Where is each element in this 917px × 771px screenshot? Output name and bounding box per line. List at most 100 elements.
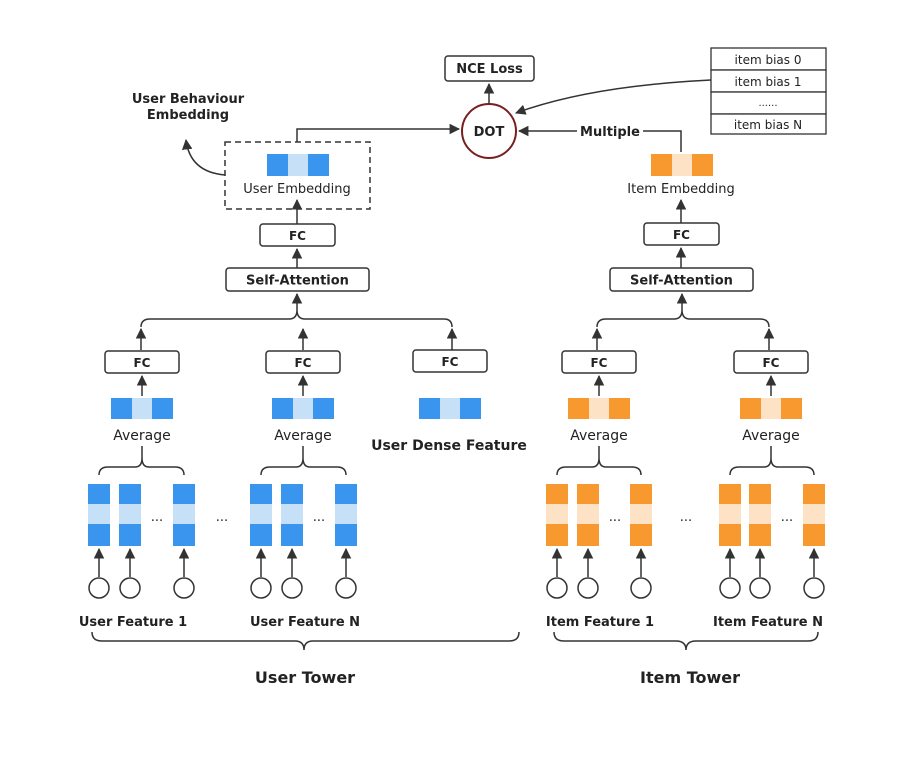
- user-feature-n-embedding-column: [335, 484, 357, 599]
- vec-cell: [546, 484, 568, 504]
- user-feature-n-embedding-column: [250, 484, 272, 599]
- item-sa-brace: [596, 309, 770, 328]
- user-to-dot-arrow: [296, 123, 461, 142]
- vec-cell: [88, 484, 110, 504]
- vec-cell: [119, 504, 141, 524]
- vec-cell: [281, 504, 303, 524]
- item-feature-n-embedding-column: [719, 484, 741, 599]
- vec-cell: [803, 484, 825, 504]
- vec-cell: [440, 398, 460, 419]
- vec-cell: [250, 524, 272, 546]
- user-behaviour-embedding-line2: Embedding: [147, 108, 229, 123]
- item-feature-1-input-node: [630, 577, 652, 599]
- user-feature-n-average-label: Average: [274, 428, 332, 444]
- item-feature-n-average-label: Average: [742, 428, 800, 444]
- item-feature-1-inner-ellipsis: ...: [609, 510, 621, 525]
- user-embedding-label: User Embedding: [243, 182, 351, 197]
- item-feature-1-group: FC Average...: [546, 350, 652, 599]
- item-feature-n-input-node: [749, 577, 771, 599]
- item-feature-1-fc-box: [561, 350, 637, 374]
- vec-cell: [119, 484, 141, 504]
- vec-cell: [803, 504, 825, 524]
- item-bias-table: item bias 0 item bias 1 ...... item bias…: [710, 47, 827, 135]
- user-feature-1-group: FCAverage...: [88, 350, 195, 599]
- multiple-label: Multiple: [580, 125, 640, 140]
- item-feature-1-label: Item Feature 1: [546, 615, 654, 630]
- user-feature-n-fc-label: FC: [294, 356, 311, 370]
- vec-cell: [749, 484, 771, 504]
- item-feature-1-embedding-column: [630, 484, 652, 599]
- item-feature-n-input-node: [719, 577, 741, 599]
- vec-cell: [719, 524, 741, 546]
- user-dense-vector: [419, 398, 481, 419]
- user-top-fc-label: FC: [289, 229, 306, 243]
- vec-cell: [152, 398, 173, 419]
- vec-cell: [288, 154, 308, 176]
- item-feature-1-fc-label: FC: [590, 356, 607, 370]
- nce-loss-box: [444, 55, 535, 82]
- vec-cell: [132, 398, 152, 419]
- vec-cell: [577, 504, 599, 524]
- user-feature-1-input-node: [119, 577, 141, 599]
- item-feature-n-group: FC Average...: [719, 350, 825, 599]
- vec-cell: [460, 398, 481, 419]
- item-bias-row-3: [710, 113, 827, 135]
- vec-cell: [308, 154, 329, 176]
- user-behaviour-embedding-line1: User Behaviour: [132, 92, 245, 107]
- item-feature-n-input-node: [803, 577, 825, 599]
- vec-cell: [88, 524, 110, 546]
- nce-loss-label: NCE Loss: [456, 62, 523, 77]
- item-feature-1-input-node: [546, 577, 568, 599]
- item-feature-1-average-label: Average: [570, 428, 628, 444]
- bias-to-dot-arrow: [515, 79, 712, 115]
- user-feature-1-fc-label: FC: [133, 356, 150, 370]
- vec-cell: [281, 484, 303, 504]
- vec-cell: [630, 484, 652, 504]
- item-feature-1-brace: [556, 457, 642, 476]
- vec-cell: [803, 524, 825, 546]
- user-dense-fc-label: FC: [441, 355, 458, 369]
- user-tower-brace: [91, 631, 520, 651]
- vec-cell: [651, 154, 672, 176]
- feature-groups: FCAverage...FCAverage...FCAverage...FCAv…: [88, 350, 825, 599]
- item-feature-1-embedding-column: [577, 484, 599, 599]
- user-feature-n-input-node: [281, 577, 303, 599]
- vec-cell: [719, 504, 741, 524]
- item-top-fc-label: FC: [673, 228, 690, 242]
- user-tower-label: User Tower: [255, 668, 355, 687]
- item-self-attention-label: Self-Attention: [630, 274, 733, 289]
- vec-cell: [119, 524, 141, 546]
- user-dense-feature-label: User Dense Feature: [371, 438, 527, 454]
- vec-cell: [630, 524, 652, 546]
- user-self-attention-label: Self-Attention: [246, 274, 349, 289]
- vec-cell: [546, 504, 568, 524]
- item-feature-n-inner-ellipsis: ...: [781, 510, 793, 525]
- vec-cell: [740, 398, 761, 419]
- user-embedding-vector: [267, 154, 329, 176]
- item-to-dot-arrow: [643, 130, 682, 152]
- vec-cell: [250, 504, 272, 524]
- item-embedding-vector: [651, 154, 713, 176]
- user-feature-1-input-node: [88, 577, 110, 599]
- vec-cell: [335, 484, 357, 504]
- vec-cell: [272, 398, 293, 419]
- user-feature-1-label: User Feature 1: [79, 615, 187, 630]
- user-to-behaviour-arrow: [181, 138, 226, 176]
- vec-cell: [577, 524, 599, 546]
- item-tower-label: Item Tower: [640, 668, 740, 687]
- item-feature-n-fc-box: [733, 350, 809, 374]
- item-embedding-label: Item Embedding: [627, 182, 734, 197]
- vec-cell: [672, 154, 692, 176]
- user-feature-1-inner-ellipsis: ...: [151, 510, 163, 525]
- item-bias-n: item bias N: [734, 118, 802, 132]
- vec-cell: [267, 154, 288, 176]
- user-feature-n-fc-box: [265, 350, 341, 374]
- vec-cell: [419, 398, 440, 419]
- item-feature-n-embedding-column: [749, 484, 771, 599]
- item-feature-n-fc-label: FC: [762, 356, 779, 370]
- item-bias-1: item bias 1: [735, 75, 802, 89]
- vec-cell: [719, 484, 741, 504]
- item-tower-brace: [553, 631, 819, 651]
- vec-cell: [293, 398, 313, 419]
